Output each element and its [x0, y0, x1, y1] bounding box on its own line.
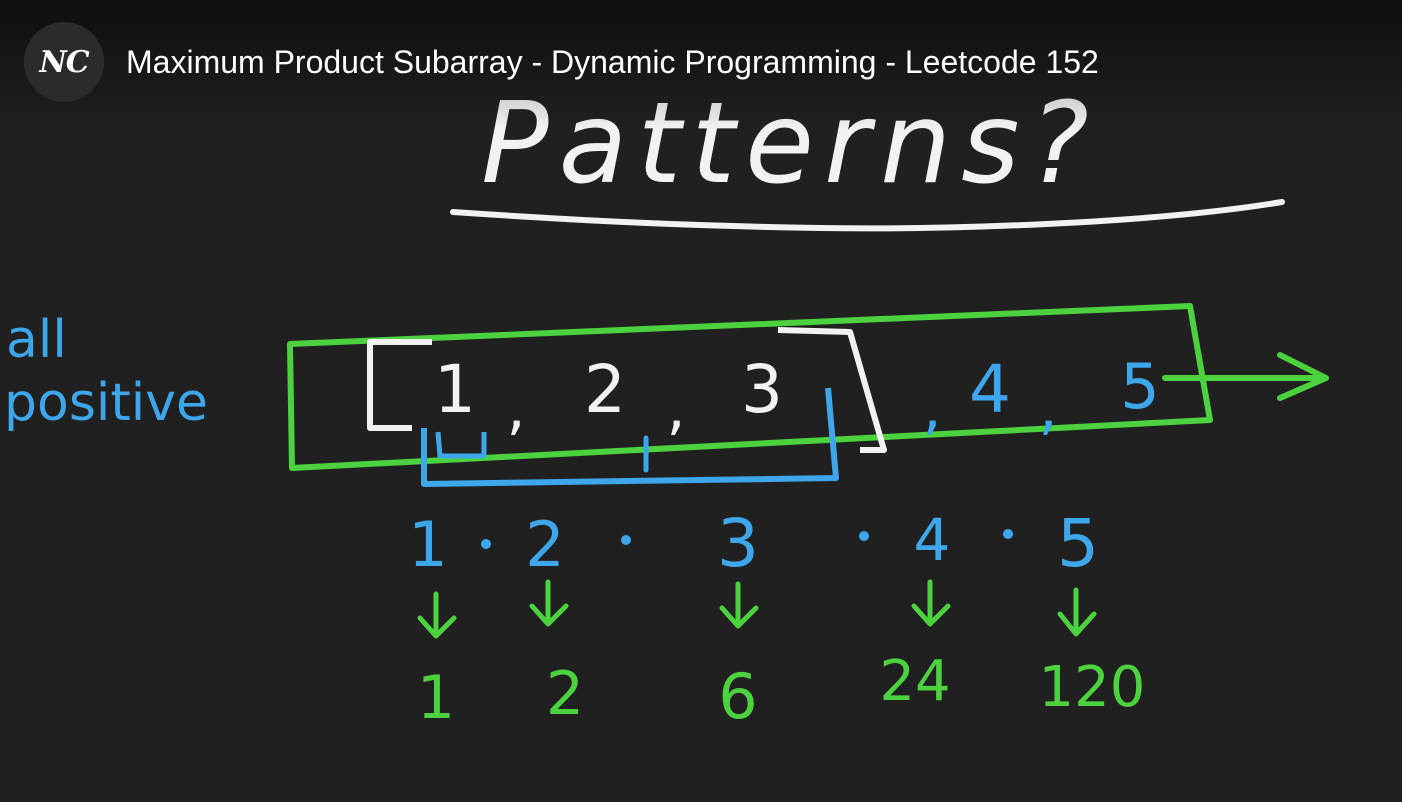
green-arrow — [1162, 352, 1329, 401]
side-label-positive: positive — [4, 373, 208, 433]
product-value-1: 1 — [408, 508, 447, 581]
result-value-4: 24 — [879, 649, 950, 714]
result-value-1: 1 — [417, 663, 455, 733]
product-dot-3 — [859, 531, 869, 541]
array-value-4: 4 — [969, 351, 1011, 428]
blue-subarray-bracket-large — [421, 387, 839, 487]
heading-underline — [450, 199, 1285, 232]
video-header: NC Maximum Product Subarray - Dynamic Pr… — [24, 22, 1099, 102]
video-title[interactable]: Maximum Product Subarray - Dynamic Progr… — [126, 43, 1099, 80]
product-value-5: 5 — [1057, 505, 1099, 582]
product-dot-2 — [621, 535, 631, 545]
down-arrow-4 — [911, 579, 951, 627]
green-array-box — [287, 303, 1213, 471]
result-value-3: 6 — [718, 660, 757, 733]
product-value-3: 3 — [717, 505, 759, 582]
side-label-all: all — [6, 310, 67, 370]
array-value-3: 3 — [741, 351, 783, 428]
product-dot-1 — [481, 539, 491, 549]
array-value-2: 2 — [584, 351, 626, 428]
product-value-2: 2 — [525, 508, 564, 581]
array-comma-2: , — [666, 373, 685, 443]
result-value-5: 120 — [1039, 655, 1146, 720]
white-close-bracket — [777, 327, 887, 453]
blue-subarray-bracket-small — [435, 431, 487, 459]
channel-avatar-text: NC — [39, 44, 89, 80]
array-comma-3: , — [922, 373, 941, 443]
down-arrow-5 — [1057, 587, 1097, 637]
product-value-4: 4 — [914, 506, 951, 574]
product-dot-4 — [1003, 529, 1013, 539]
channel-avatar[interactable]: NC — [24, 22, 104, 102]
array-comma-4: , — [1038, 373, 1057, 443]
white-open-bracket — [367, 339, 432, 431]
down-arrow-2 — [529, 579, 569, 627]
down-arrow-3 — [719, 581, 759, 629]
down-arrow-1 — [417, 591, 457, 639]
result-value-2: 2 — [546, 659, 584, 729]
array-comma-1: , — [506, 373, 525, 443]
array-value-5: 5 — [1120, 350, 1159, 423]
array-value-1: 1 — [434, 351, 476, 428]
